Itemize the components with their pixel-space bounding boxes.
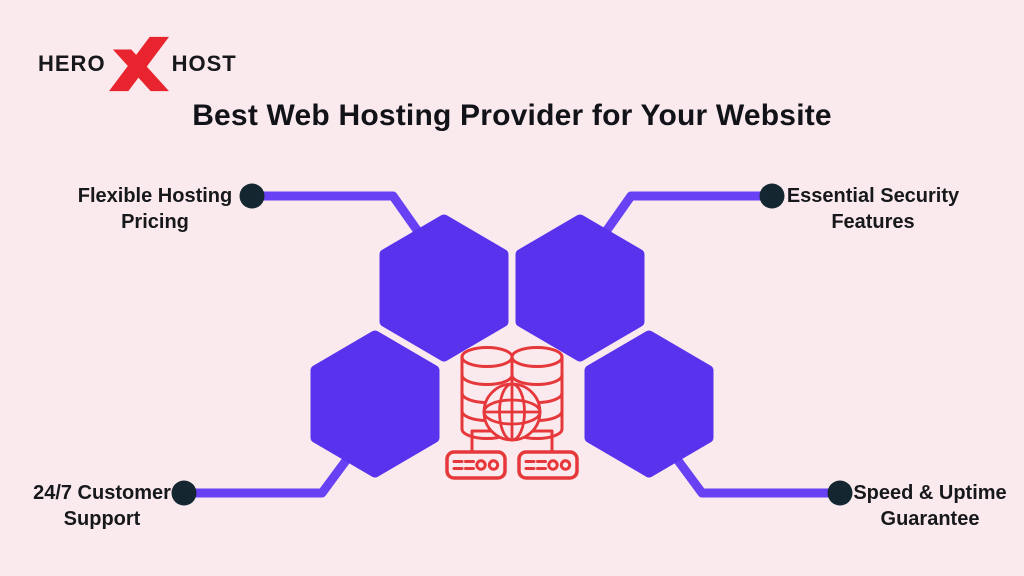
feature-label-essential-security-features: Essential Security Features (786, 185, 960, 233)
connector-line-top-left (252, 191, 428, 243)
hexagon-bottom-left (310, 330, 440, 478)
hexagon-top-left (379, 214, 509, 362)
connector-dot-top-right (759, 183, 785, 209)
connector-line-top-right (596, 191, 772, 243)
server-left-icon (445, 450, 507, 480)
globe-icon (482, 382, 542, 442)
connector-dot-bottom-left (171, 480, 197, 506)
connector-line-bottom-left (184, 444, 360, 498)
feature-label-flexible-hosting-pricing: Flexible Hosting Pricing (77, 185, 233, 233)
hexagon-bottom-right (584, 330, 714, 478)
page-title: Best Web Hosting Provider for Your Websi… (192, 99, 832, 132)
connector-line-bottom-right (664, 444, 840, 498)
feature-label-customer-support: 24/7 Customer Support (33, 482, 171, 530)
logo-text-host: HOST (171, 51, 237, 76)
feature-label-speed-uptime-guarantee: Speed & Uptime Guarantee (853, 482, 1007, 530)
connector-dot-bottom-right (827, 480, 853, 506)
server-right-icon (517, 450, 579, 480)
logo-text-hero: HERO (38, 51, 106, 76)
hexagon-top-right (515, 214, 645, 362)
hosting-icon (445, 346, 579, 480)
logo: HERO HOST (38, 36, 237, 92)
logo-x-icon (108, 36, 169, 92)
connector-dot-top-left (239, 183, 265, 209)
